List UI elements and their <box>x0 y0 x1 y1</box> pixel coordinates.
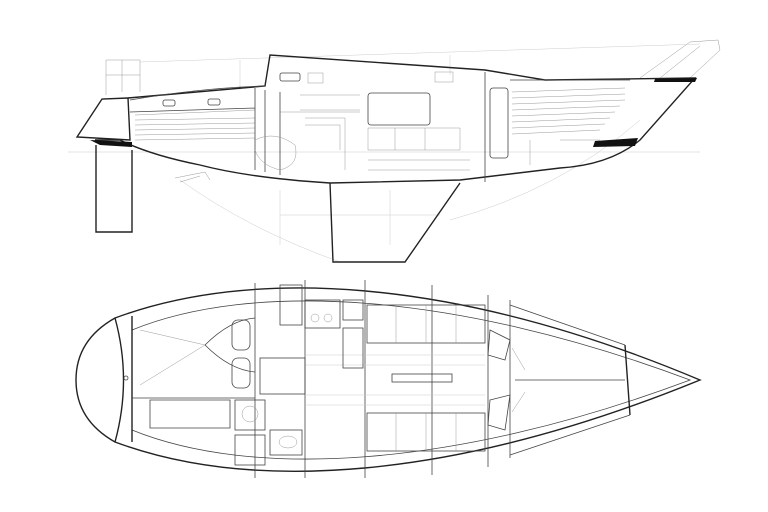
deckline <box>129 72 630 182</box>
boot-stripe-stern <box>90 140 132 147</box>
transom-plan <box>114 316 133 443</box>
helm-post <box>123 375 129 381</box>
boot-stripe-bow <box>593 138 638 147</box>
bow-pulpit <box>139 39 721 79</box>
transom <box>75 97 131 141</box>
forepeak-bulkhead <box>624 344 631 416</box>
stern-pulpit <box>105 59 141 95</box>
plan-view <box>75 280 702 478</box>
cockpit-and-quarter <box>132 317 306 429</box>
forward-cabin <box>487 329 526 431</box>
galley <box>279 284 364 369</box>
head <box>234 399 303 466</box>
construction-grid <box>68 55 700 263</box>
cabin-details <box>129 71 626 183</box>
sheer-stripe-bow <box>654 78 697 82</box>
inner-sheer <box>131 300 692 460</box>
rudder <box>95 145 133 233</box>
profile-view <box>68 39 721 263</box>
bulkheads <box>254 280 511 478</box>
hull-plan <box>75 287 702 472</box>
settees <box>305 304 486 452</box>
keel <box>329 182 461 263</box>
v-berth <box>509 304 631 456</box>
